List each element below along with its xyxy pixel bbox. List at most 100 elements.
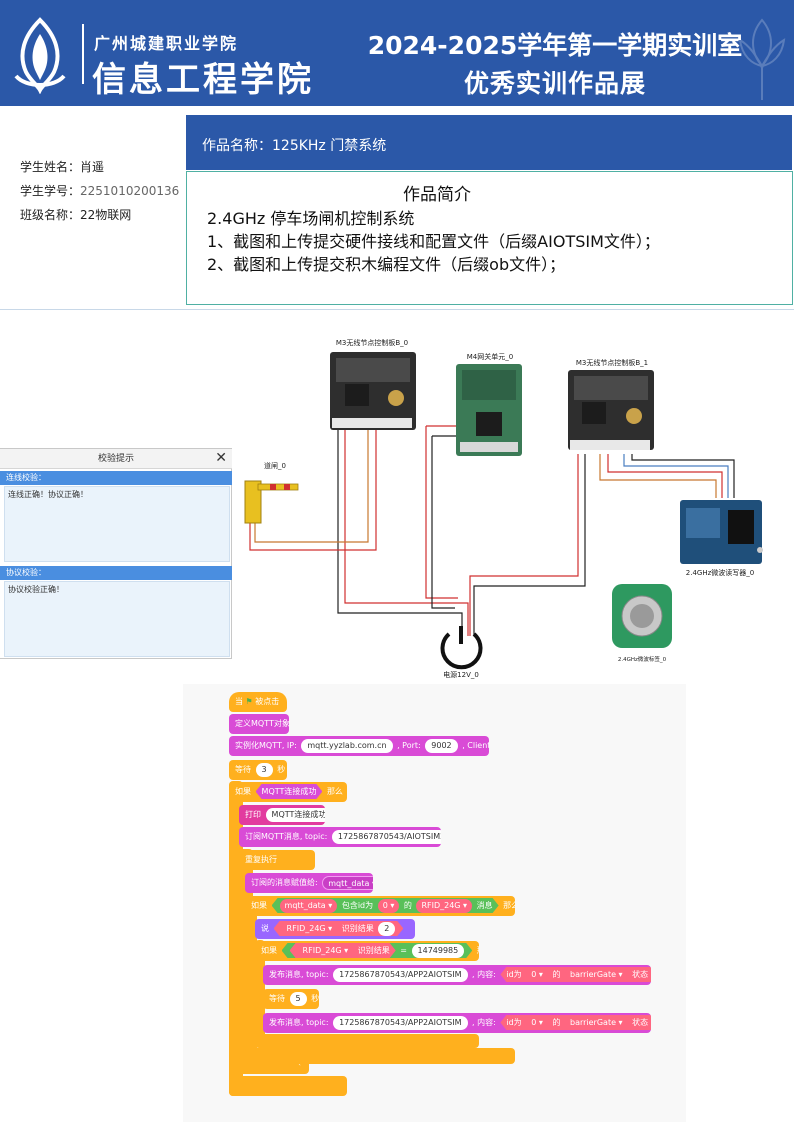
- gate-state-reporter[interactable]: id为 0 ▾ 的 barrierGate ▾ 状态 on ▾: [500, 967, 651, 982]
- say-label: 说: [261, 924, 269, 933]
- ip-field[interactable]: mqtt.yyzlab.com.cn: [301, 738, 393, 753]
- port-label: , Port:: [397, 741, 421, 750]
- id-dropdown[interactable]: 0 ▾: [378, 899, 400, 913]
- rfid-dropdown[interactable]: RFID_24G ▾: [298, 944, 354, 958]
- id-is-label: id为: [506, 970, 522, 979]
- port-field[interactable]: 9002: [425, 738, 458, 753]
- state-label: 状态: [632, 1018, 649, 1027]
- power-icon[interactable]: [440, 626, 483, 670]
- var-dropdown[interactable]: mqtt_data ▾: [280, 899, 338, 913]
- content-label: , 内容:: [472, 970, 496, 979]
- intro-box: 作品简介 2.4GHz 停车场闸机控制系统 1、截图和上传提交硬件接线和配置文件…: [186, 171, 793, 305]
- block-if2-end: [245, 1048, 515, 1064]
- board-b1[interactable]: [568, 370, 654, 450]
- block-if-mqtt[interactable]: 如果 MQTT连接成功 那么: [229, 782, 347, 802]
- wait-value[interactable]: 3: [255, 762, 273, 777]
- content-label: , 内容:: [472, 1018, 496, 1027]
- hat-clicked: 被点击: [255, 697, 280, 706]
- contains-condition[interactable]: mqtt_data ▾ 包含id为 0 ▾ 的 RFID_24G ▾ 消息: [272, 898, 499, 913]
- gateway-label: M4网关单元_0: [467, 352, 513, 361]
- intro-line: 2、截图和上传提交积木编程文件（后缀ob文件）；: [207, 255, 566, 274]
- block-if-contains[interactable]: 如果 mqtt_data ▾ 包含id为 0 ▾ 的 RFID_24G ▾ 消息…: [245, 896, 515, 916]
- wiring-check-result: 连线正确！协议正确！: [4, 486, 230, 562]
- school-name: 广州城建职业学院: [94, 34, 239, 53]
- of-label: 的: [552, 970, 561, 979]
- header-divider: [82, 24, 84, 84]
- mqtt-connected-condition[interactable]: MQTT连接成功: [256, 784, 323, 799]
- block-define-mqtt[interactable]: 定义MQTT对象: [229, 714, 289, 734]
- rfid-result-reporter[interactable]: RFID_24G ▾ 识别结果: [290, 943, 396, 958]
- block-forever[interactable]: 重复执行: [239, 850, 315, 870]
- equals-condition[interactable]: RFID_24G ▾ 识别结果 = 14749985: [282, 943, 473, 958]
- then-label: 那么: [477, 946, 479, 955]
- rfid-tag[interactable]: [612, 584, 672, 648]
- pub-topic-field[interactable]: 1725867870543/APP2AIOTSIM: [333, 967, 468, 982]
- gate-dropdown[interactable]: barrierGate ▾: [565, 1016, 628, 1030]
- rfid-dropdown[interactable]: RFID_24G ▾: [282, 922, 338, 936]
- class-name: 22物联网: [80, 208, 132, 222]
- say-value[interactable]: 2: [378, 922, 395, 936]
- board-b0-label: M3无线节点控制板B_0: [336, 338, 408, 347]
- rfid-reader[interactable]: [680, 500, 763, 564]
- seconds-label: 秒: [311, 994, 319, 1003]
- block-wait[interactable]: 等待 5 秒: [263, 989, 319, 1009]
- validation-title: 校验提示: [0, 449, 232, 469]
- college-name: 信息工程学院: [92, 60, 314, 100]
- block-publish-off[interactable]: 发布消息, topic: 1725867870543/APP2AIOTSIM ,…: [263, 1013, 651, 1033]
- msg-label: 消息: [476, 901, 493, 910]
- clientid-label: , ClientID:: [462, 741, 489, 750]
- wiring-check-label: 连线校验：: [0, 471, 232, 485]
- then-label: 那么: [326, 787, 343, 796]
- assign-label: 订阅的消息赋值给:: [251, 878, 318, 887]
- pub-topic-field[interactable]: 1725867870543/APP2AIOTSIM: [333, 1015, 468, 1030]
- student-name-label: 学生姓名：: [20, 160, 81, 174]
- block-publish-on[interactable]: 发布消息, topic: 1725867870543/APP2AIOTSIM ,…: [263, 965, 651, 985]
- id-dropdown[interactable]: 0 ▾: [526, 1016, 548, 1030]
- wiring-diagram: M3无线节点控制板B_0 M4网关单元_0 M3无线节点控制板B_1 道闸_0: [244, 338, 763, 679]
- id-is-label: id为: [506, 1018, 522, 1027]
- publish-label: 发布消息, topic:: [269, 1018, 329, 1027]
- work-title-bar: 作品名称：125KHz 门禁系统: [186, 115, 792, 170]
- term-title: 2024-2025学年第一学期实训室: [367, 31, 743, 60]
- block-subscribe[interactable]: 订阅MQTT消息, topic: 1725867870543/AIOTSIM2A…: [239, 827, 441, 847]
- close-icon[interactable]: ✕: [215, 450, 227, 466]
- var-dropdown[interactable]: mqtt_data ▾: [322, 875, 373, 890]
- header-banner: 广州城建职业学院 信息工程学院 2024-2025学年第一学期实训室 优秀实训作…: [0, 0, 794, 106]
- wait-label: 等待: [269, 994, 285, 1003]
- block-if-end: [229, 1076, 347, 1096]
- block-if-equals[interactable]: 如果 RFID_24G ▾ 识别结果 = 14749985 那么: [255, 941, 479, 961]
- block-say[interactable]: 说 RFID_24G ▾ 识别结果 2: [255, 919, 415, 939]
- tag-value[interactable]: 14749985: [412, 944, 465, 958]
- wait-value[interactable]: 5: [289, 991, 307, 1006]
- contains-label: 包含id为: [341, 901, 374, 910]
- barrier-gate[interactable]: [244, 480, 299, 524]
- intro-line: 1、截图和上传提交硬件接线和配置文件（后缀AIOTSIM文件）；: [207, 232, 660, 251]
- subscribe-label: 订阅MQTT消息, topic:: [245, 832, 328, 841]
- sub-topic-field[interactable]: 1725867870543/AIOTSIM2APP: [331, 829, 441, 844]
- gateway[interactable]: [456, 364, 522, 456]
- student-name: 肖遥: [80, 160, 105, 174]
- work-title: 125KHz 门禁系统: [272, 138, 387, 154]
- block-assign-message[interactable]: 订阅的消息赋值给: mqtt_data ▾: [245, 873, 373, 893]
- tag-label: 2.4GHz微波标签_0: [618, 655, 667, 663]
- id-dropdown[interactable]: 0 ▾: [526, 968, 548, 982]
- print-value[interactable]: MQTT连接成功: [265, 807, 325, 822]
- rfid-dropdown[interactable]: RFID_24G ▾: [416, 899, 472, 913]
- of-label: 的: [403, 901, 412, 910]
- rfid-result-reporter[interactable]: RFID_24G ▾ 识别结果 2: [274, 921, 404, 936]
- block-program: ⤶ 当 ⚑ 被点击 定义MQTT对象 实例化MQTT, IP: mqtt.yyz…: [183, 684, 686, 1122]
- seconds-label: 秒: [277, 765, 286, 774]
- block-instantiate-mqtt[interactable]: 实例化MQTT, IP: mqtt.yyzlab.com.cn , Port: …: [229, 736, 489, 756]
- student-id-label: 学生学号：: [20, 184, 81, 198]
- gate-dropdown[interactable]: barrierGate ▾: [565, 968, 628, 982]
- class-label: 班级名称：: [20, 208, 81, 222]
- intro-line: 2.4GHz 停车场闸机控制系统: [207, 209, 415, 228]
- block-print[interactable]: 打印 MQTT连接成功: [239, 805, 325, 825]
- gate-state-reporter[interactable]: id为 0 ▾ 的 barrierGate ▾ 状态 off ▾: [500, 1015, 651, 1030]
- if-label: 如果: [251, 901, 267, 910]
- board-b0[interactable]: [330, 352, 416, 430]
- work-title-label: 作品名称：: [202, 138, 272, 154]
- block-wait[interactable]: 等待 3 秒: [229, 760, 287, 780]
- of-label: 的: [552, 1018, 561, 1027]
- block-when-clicked[interactable]: 当 ⚑ 被点击: [229, 692, 287, 712]
